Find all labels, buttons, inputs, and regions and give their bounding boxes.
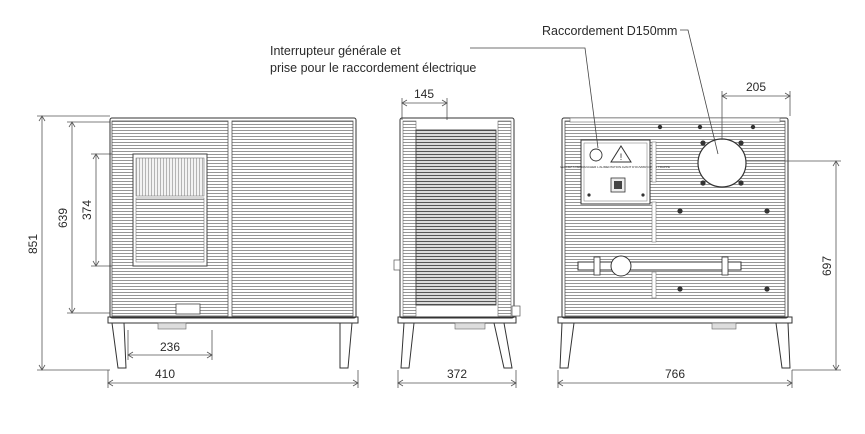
fire-window-glass (135, 197, 205, 263)
rear-vent-lower (651, 271, 657, 299)
callout-electrical-line2: prise pour le raccordement électrique (270, 61, 476, 75)
dim-766: 766 (557, 367, 793, 388)
dim-697-label: 697 (820, 256, 834, 276)
dim-205: 205 (721, 80, 791, 140)
callout-connection-text: Raccordement D150mm (542, 24, 677, 38)
side-leg-front (400, 322, 415, 369)
dim-410: 410 (107, 367, 359, 388)
power-switch-rocker (614, 181, 622, 189)
side-body (399, 117, 515, 319)
dim-236: 236 (127, 330, 213, 360)
rear-view: ! VEILLEZ A DEBRANCHER L'ALIMENTATION AV… (557, 80, 841, 388)
dim-236-label: 236 (160, 340, 180, 354)
side-rear-tab (511, 305, 521, 317)
callout-electrical-leader (470, 47, 599, 149)
dim-639-label: 639 (56, 208, 70, 228)
side-knob (393, 259, 401, 271)
front-handle (175, 303, 201, 315)
dim-205-label: 205 (746, 80, 766, 94)
dim-851: 851 (26, 115, 110, 371)
callout-connection: Raccordement D150mm (542, 24, 719, 155)
air-inlet-round (610, 255, 632, 277)
rear-bar (577, 261, 742, 271)
front-body (109, 117, 357, 319)
dim-639: 639 (56, 121, 110, 314)
front-leg-left (111, 322, 127, 369)
callout-connection-leader (680, 29, 719, 155)
front-view: 851 639 374 (26, 115, 359, 388)
side-leg-rear (493, 322, 513, 369)
dim-145-label: 145 (414, 87, 434, 101)
front-base-plate (107, 316, 359, 324)
side-air-inlet (454, 322, 486, 330)
warning-triangle-icon (610, 145, 632, 163)
dim-374-label: 374 (80, 200, 94, 220)
dim-372: 372 (397, 367, 517, 388)
front-air-inlet (157, 322, 187, 330)
side-front-strip (402, 120, 417, 317)
flue-connection (697, 138, 747, 188)
callout-electrical-line1: Interrupteur générale et (270, 44, 401, 58)
rear-top-edge (569, 117, 781, 123)
front-leg-right (339, 322, 353, 369)
side-view: 145 372 (393, 87, 521, 388)
rear-leg-left (559, 322, 575, 369)
dim-372-label: 372 (447, 367, 467, 381)
rear-vent-middle (651, 201, 657, 243)
rear-base-plate (557, 316, 793, 324)
rear-leg-right (775, 322, 791, 369)
side-panel (415, 129, 497, 306)
fire-window-grill (135, 157, 205, 197)
dim-851-label: 851 (26, 234, 40, 254)
dim-697: 697 (746, 160, 841, 371)
dim-410-label: 410 (155, 367, 175, 381)
warning-mark: ! (620, 152, 623, 162)
ground-symbol-icon (589, 148, 603, 162)
dim-145: 145 (401, 87, 448, 120)
dim-766-label: 766 (665, 367, 685, 381)
rear-vent-upper (651, 141, 657, 183)
callout-electrical: Interrupteur générale et prise pour le r… (270, 44, 599, 149)
front-right-panel (231, 120, 354, 317)
rear-air-inlet (711, 322, 737, 330)
electrical-plate: ! VEILLEZ A DEBRANCHER L'ALIMENTATION AV… (560, 139, 670, 205)
side-rear-strip (497, 120, 512, 317)
warning-text: VEILLEZ A DEBRANCHER L'ALIMENTATION AVAN… (560, 165, 670, 169)
